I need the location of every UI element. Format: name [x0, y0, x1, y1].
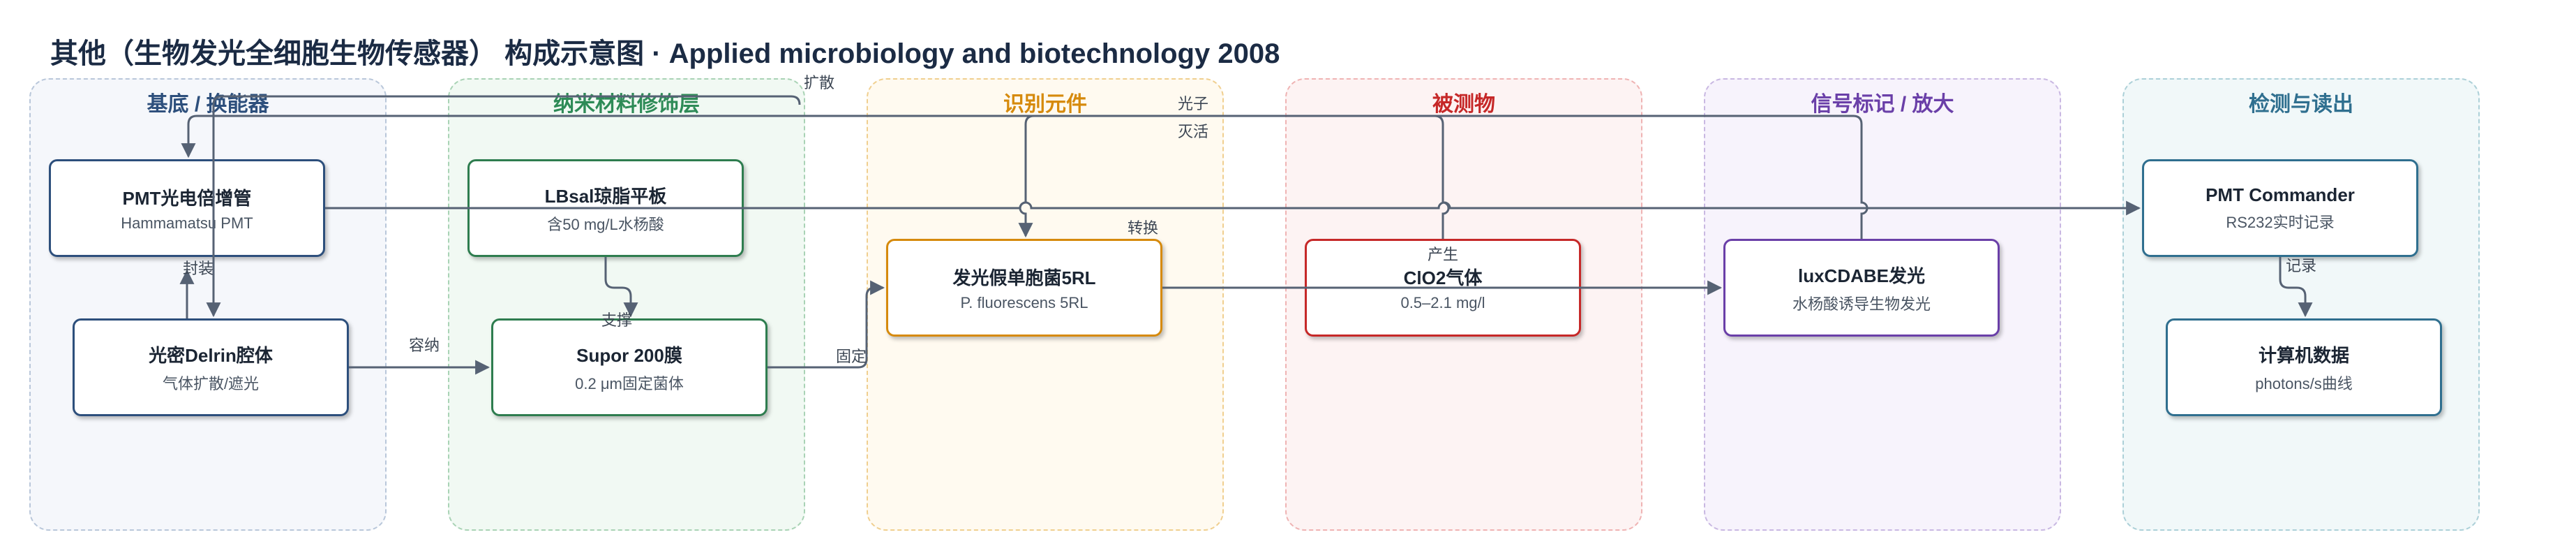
node-bacteria[interactable]: 发光假单胞菌5RL P. fluorescens 5RL [886, 239, 1162, 337]
edge-label-diffuse: 扩散 [804, 74, 834, 91]
edge-supor-bacteria [767, 280, 885, 369]
lane-title-readout: 检测与读出 [2249, 93, 2353, 116]
node-bacteria-title: 发光假单胞菌5RL [952, 267, 1096, 288]
node-lux-title: luxCDABE发光 [1797, 265, 1925, 286]
edge-label-photon: 光子 [1178, 95, 1208, 112]
node-lbsal-title: LBsal琼脂平板 [544, 185, 667, 207]
node-computer-sub: photons/s曲线 [2255, 374, 2353, 392]
node-pmt-sub: Hammamatsu PMT [121, 214, 253, 232]
edge-label-convert: 转换 [1128, 219, 1158, 237]
node-bacteria-sub: P. fluorescens 5RL [960, 293, 1088, 311]
edge-lux-pmt [181, 115, 1869, 239]
node-commander-title: PMT Commander [2206, 184, 2355, 205]
node-pmt-title: PMT光电倍增管 [122, 187, 252, 209]
node-clo2-title: ClO2气体 [1403, 267, 1483, 288]
edge-commander-computer [2279, 257, 2313, 318]
node-commander-sub: RS232实时记录 [2226, 213, 2335, 231]
edge-label-fix: 固定 [836, 348, 867, 365]
lane-title-signal: 信号标记 / 放大 [1811, 93, 1954, 116]
node-delrin[interactable]: 光密Delrin腔体 气体扩散/遮光 [73, 318, 349, 416]
page-title: 其他（生物发光全细胞生物传感器） 构成示意图 · Applied microbi… [50, 38, 1280, 69]
lane-title-recognition: 识别元件 [1003, 93, 1087, 116]
node-lux[interactable]: luxCDABE发光 水杨酸诱导生物发光 [1723, 239, 2000, 337]
edge-label-support: 支撑 [601, 311, 632, 329]
node-pmt[interactable]: PMT光电倍增管 Hammamatsu PMT [49, 159, 325, 257]
node-computer-title: 计算机数据 [2258, 344, 2349, 366]
edge-label-package: 封装 [183, 260, 214, 277]
edge-diffuse [206, 95, 801, 318]
node-commander[interactable]: PMT Commander RS232实时记录 [2142, 159, 2418, 257]
edge-label-quench: 灭活 [1178, 123, 1208, 140]
node-supor-title: Supor 200膜 [576, 344, 682, 366]
lane-title-analyte: 被测物 [1432, 93, 1495, 116]
node-delrin-sub: 气体扩散/遮光 [162, 374, 260, 392]
edge-lbsal-supor [604, 257, 638, 318]
edge-label-produce: 产生 [1428, 246, 1458, 263]
node-clo2-sub: 0.5–2.1 mg/l [1400, 293, 1485, 311]
node-supor-sub: 0.2 μm固定菌体 [575, 374, 684, 392]
node-lbsal-sub: 含50 mg/L水杨酸 [547, 215, 664, 233]
node-lux-sub: 水杨酸诱导生物发光 [1792, 295, 1931, 313]
edge-clo2-bacteria [1018, 115, 1450, 239]
edge-label-contain: 容纳 [409, 337, 440, 354]
edge-label-record: 记录 [2286, 257, 2316, 274]
node-delrin-title: 光密Delrin腔体 [149, 344, 273, 366]
node-computer[interactable]: 计算机数据 photons/s曲线 [2166, 318, 2442, 416]
node-supor[interactable]: Supor 200膜 0.2 μm固定菌体 [491, 318, 767, 416]
